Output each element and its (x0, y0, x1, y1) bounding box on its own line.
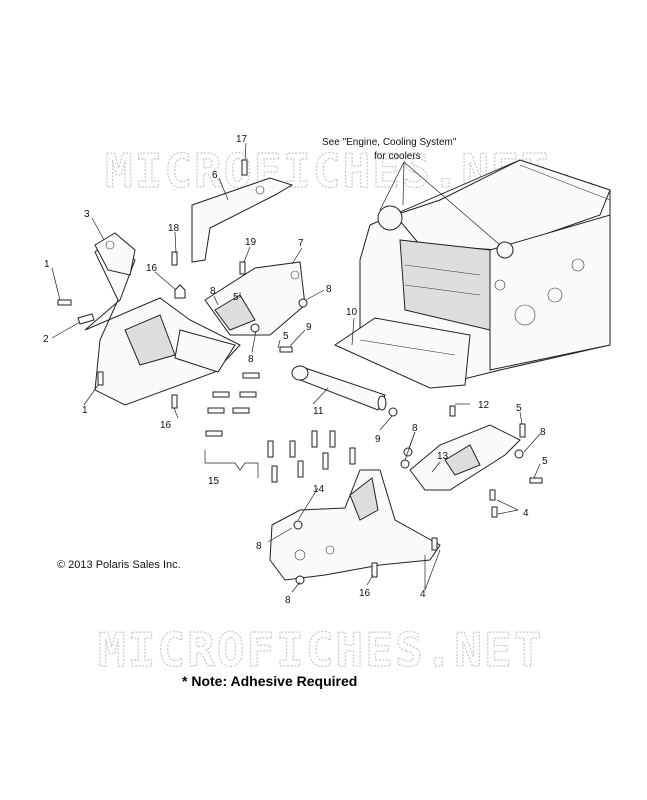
chassis-tunnel (359, 159, 611, 381)
callout-labels: 17 6 3 18 19 7 1 16 8 5 8 2 5 10 9 8 1 1… (43, 134, 548, 606)
bracket-7 (204, 261, 306, 336)
callout-19: 19 (245, 237, 257, 248)
callout-8d: 8 (412, 423, 418, 434)
callout-12: 12 (478, 400, 490, 411)
callout-10: 10 (346, 307, 358, 318)
callout-2: 2 (43, 334, 49, 345)
callout-1: 1 (44, 259, 50, 270)
callout-14: 14 (313, 484, 325, 495)
callout-8e: 8 (540, 427, 546, 438)
callout-16b: 16 (160, 420, 172, 431)
callout-5b: 5 (283, 331, 289, 342)
callout-17: 17 (236, 134, 248, 145)
left-bulkhead (84, 232, 241, 406)
callout-5: 5 (233, 292, 239, 303)
callout-1b: 1 (82, 405, 88, 416)
callout-13: 13 (437, 451, 449, 462)
callout-8f: 8 (256, 541, 262, 552)
callout-8g: 8 (285, 595, 291, 606)
callout-8c: 8 (248, 354, 254, 365)
coolers-note-line1: See "Engine, Cooling System" (322, 137, 457, 148)
callout-9: 9 (306, 322, 312, 333)
callout-3: 3 (84, 209, 90, 220)
callout-15: 15 (208, 476, 220, 487)
callout-9b: 9 (375, 434, 381, 445)
bolt-group (204, 372, 356, 483)
rod-11 (291, 365, 387, 411)
bracket-14 (269, 469, 441, 581)
callout-16: 16 (146, 263, 158, 274)
copyright-text: © 2013 Polaris Sales Inc. (57, 559, 181, 571)
callout-5c: 5 (516, 403, 522, 414)
bracket-13 (409, 424, 521, 491)
small-fasteners (57, 159, 543, 585)
adhesive-note: * Note: Adhesive Required (182, 673, 357, 689)
callout-4: 4 (523, 508, 529, 519)
watermark-bottom: MICROFICHES.NET (98, 623, 543, 677)
leader-lines (51, 142, 541, 593)
bracket-6 (191, 177, 294, 263)
callout-6: 6 (212, 170, 218, 181)
callout-5d: 5 (542, 456, 548, 467)
callout-7: 7 (298, 238, 304, 249)
coolers-note-line2: for coolers (374, 151, 421, 162)
callout-11: 11 (313, 406, 324, 417)
callout-18: 18 (168, 223, 180, 234)
callout-16c: 16 (359, 588, 371, 599)
callout-8b: 8 (326, 284, 332, 295)
floor-plate (333, 317, 471, 389)
callout-4b: 4 (420, 589, 426, 600)
callout-8: 8 (210, 286, 216, 297)
